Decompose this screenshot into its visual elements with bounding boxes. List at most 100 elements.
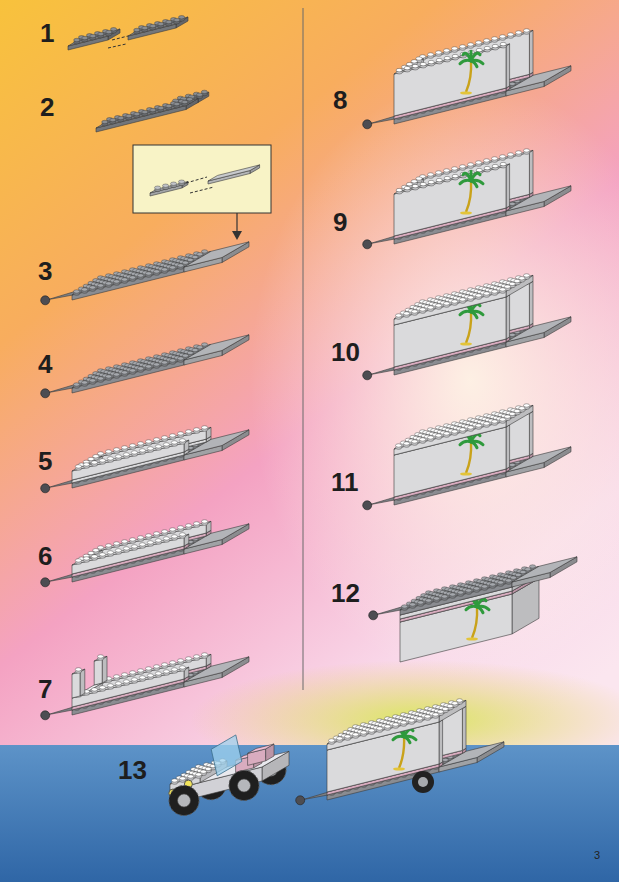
stud xyxy=(75,559,81,562)
stud xyxy=(404,66,410,69)
brick-front xyxy=(128,24,176,40)
stud xyxy=(476,168,482,171)
stud xyxy=(130,538,136,541)
stud xyxy=(186,430,192,433)
stud xyxy=(154,532,160,535)
stud xyxy=(484,39,490,42)
stud xyxy=(174,102,180,105)
stud xyxy=(131,451,137,454)
stud xyxy=(444,169,450,172)
stud xyxy=(178,264,184,267)
stud xyxy=(150,24,156,27)
stud xyxy=(98,655,104,658)
stud xyxy=(179,666,185,669)
stud xyxy=(110,118,116,121)
stud xyxy=(179,16,185,19)
stud xyxy=(163,443,169,446)
palm-leaf xyxy=(471,181,477,187)
stud xyxy=(115,682,121,685)
stud xyxy=(406,182,412,185)
stud xyxy=(452,47,458,50)
stud xyxy=(90,379,96,382)
stud xyxy=(88,457,94,460)
stud xyxy=(171,668,177,671)
hitch xyxy=(47,286,92,299)
stud xyxy=(452,167,458,170)
brick-side xyxy=(506,44,510,88)
step-parts xyxy=(68,16,188,51)
trailer-step xyxy=(363,274,571,380)
inset-arrowhead xyxy=(232,231,242,240)
stud xyxy=(170,661,176,664)
stud xyxy=(509,82,515,85)
stud xyxy=(163,537,169,540)
stud xyxy=(182,100,188,103)
stud xyxy=(99,553,105,556)
stud xyxy=(146,440,152,443)
stud xyxy=(171,182,177,185)
hitch-ball xyxy=(41,389,50,398)
stud xyxy=(130,369,136,372)
stud xyxy=(476,41,482,44)
stud xyxy=(107,684,113,687)
stud xyxy=(106,544,112,547)
stud xyxy=(106,282,112,285)
stud xyxy=(114,280,120,283)
stud xyxy=(147,674,153,677)
stud xyxy=(98,377,104,380)
stud xyxy=(99,686,105,689)
stud xyxy=(509,202,515,205)
stud xyxy=(98,32,104,35)
stud xyxy=(508,153,514,156)
stud xyxy=(452,174,458,177)
brick-top xyxy=(184,335,249,360)
stud xyxy=(182,354,188,357)
brick-front xyxy=(394,46,506,116)
stud xyxy=(163,184,169,187)
stud xyxy=(139,676,145,679)
stud xyxy=(420,62,426,65)
stud xyxy=(134,112,140,115)
stud xyxy=(171,535,177,538)
stud xyxy=(106,30,112,33)
stud xyxy=(404,186,410,189)
palm-trunk xyxy=(466,61,471,92)
stud xyxy=(155,672,161,675)
stud xyxy=(122,371,128,374)
assembly-dash xyxy=(112,36,128,40)
stud xyxy=(171,441,177,444)
stud xyxy=(91,555,97,558)
stud xyxy=(98,452,104,455)
stud xyxy=(122,673,128,676)
stud xyxy=(396,188,402,191)
stud xyxy=(197,253,203,256)
brick-top xyxy=(128,17,188,36)
stud xyxy=(484,159,490,162)
stud xyxy=(484,166,490,169)
stud xyxy=(98,546,104,549)
stud xyxy=(524,29,530,32)
stud xyxy=(500,155,506,158)
stud xyxy=(158,106,164,109)
stud xyxy=(163,670,169,673)
stud xyxy=(74,383,80,386)
stud xyxy=(147,447,153,450)
stud xyxy=(202,426,208,429)
stud xyxy=(155,445,161,448)
stud xyxy=(436,58,442,61)
brick-front xyxy=(72,537,184,574)
stud xyxy=(115,455,121,458)
stud xyxy=(179,439,185,442)
brick-top xyxy=(208,165,260,181)
stud xyxy=(420,182,426,185)
stud xyxy=(182,261,188,264)
trailer-step xyxy=(41,520,249,587)
stud xyxy=(138,367,144,370)
stud xyxy=(202,653,208,656)
stud xyxy=(492,44,498,47)
stud xyxy=(91,688,97,691)
stud xyxy=(178,357,184,360)
background-glow xyxy=(250,80,619,680)
stud xyxy=(130,444,136,447)
stud xyxy=(492,164,498,167)
